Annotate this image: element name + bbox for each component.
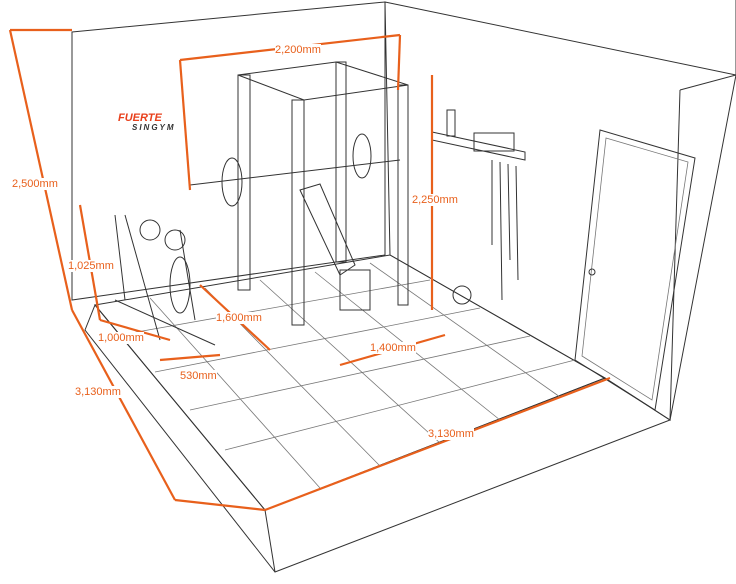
wall-shelf	[431, 131, 526, 161]
room-width-label: 3,130mm	[428, 428, 474, 440]
wall-height-label: 2,500mm	[12, 178, 58, 190]
power-rack	[189, 61, 409, 326]
dumbbell-rack-length-label: 1,000mm	[98, 332, 144, 344]
bench-length-label: 1,600mm	[216, 312, 262, 324]
room-depth-label: 3,130mm	[75, 386, 121, 398]
door	[574, 129, 696, 411]
floor	[94, 254, 607, 511]
left-wall	[71, 1, 386, 301]
fuerte-singym-logo: FUERTE SINGYM	[118, 112, 176, 133]
rack-height-label: 2,250mm	[412, 194, 458, 206]
dumbbell-rack-height-label: 1,025mm	[68, 260, 114, 272]
right-wall	[384, 1, 736, 421]
dumbbell-rack	[114, 214, 216, 346]
dumbbell-rack-depth-label: 530mm	[180, 370, 217, 382]
rack-depth-label: 1,400mm	[370, 342, 416, 354]
rack-width-label: 2,200mm	[275, 44, 321, 56]
